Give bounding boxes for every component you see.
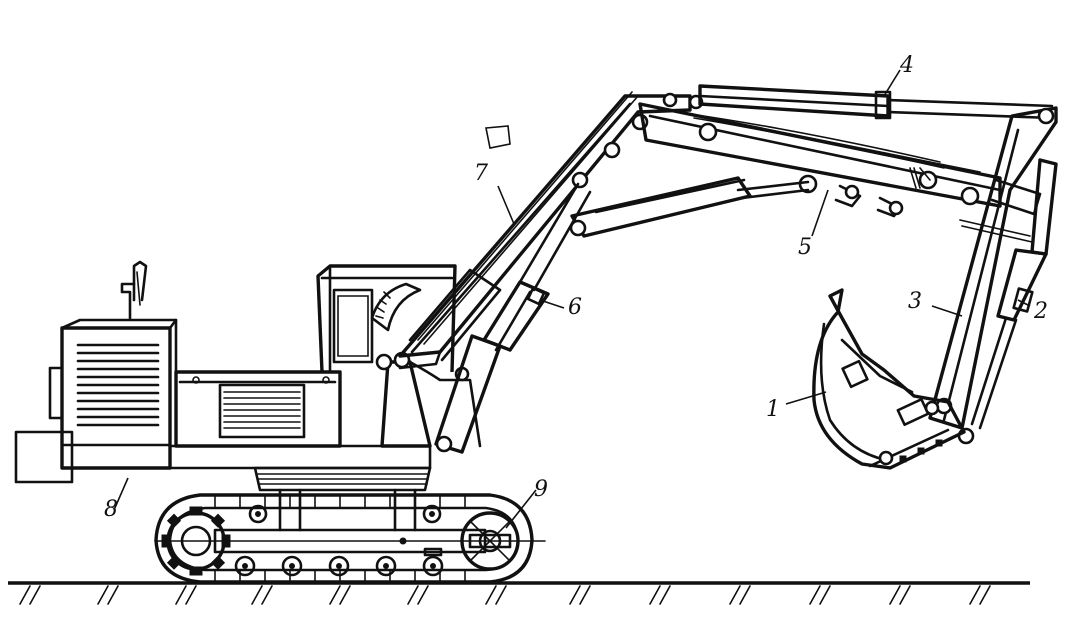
bucket-cylinder-upper	[698, 84, 1054, 120]
callout-3: 3	[908, 289, 922, 314]
operator-cab	[316, 264, 457, 374]
bucket	[812, 288, 966, 470]
callout-9: 9	[534, 477, 548, 502]
callout-5: 5	[798, 235, 812, 260]
bucket-linkage	[928, 106, 1058, 445]
callout-labels: 1 2 3 4 5 6 7 8 9	[104, 53, 1048, 522]
engine-housing	[14, 260, 432, 484]
boom-cylinder	[434, 182, 592, 454]
arm-cylinder	[569, 176, 810, 238]
callout-4: 4	[899, 53, 914, 78]
callout-2: 2	[1033, 299, 1048, 324]
slewing-ring	[253, 466, 432, 492]
leader-lines	[113, 69, 1031, 529]
callout-8: 8	[104, 497, 118, 522]
arm	[638, 102, 1002, 218]
callout-1: 1	[766, 397, 780, 422]
crawler-track	[154, 488, 546, 584]
callout-7: 7	[474, 161, 488, 186]
machinery-housing	[174, 370, 342, 448]
callout-6: 6	[568, 295, 582, 320]
ground	[8, 581, 1030, 605]
stray-mark	[485, 125, 511, 149]
